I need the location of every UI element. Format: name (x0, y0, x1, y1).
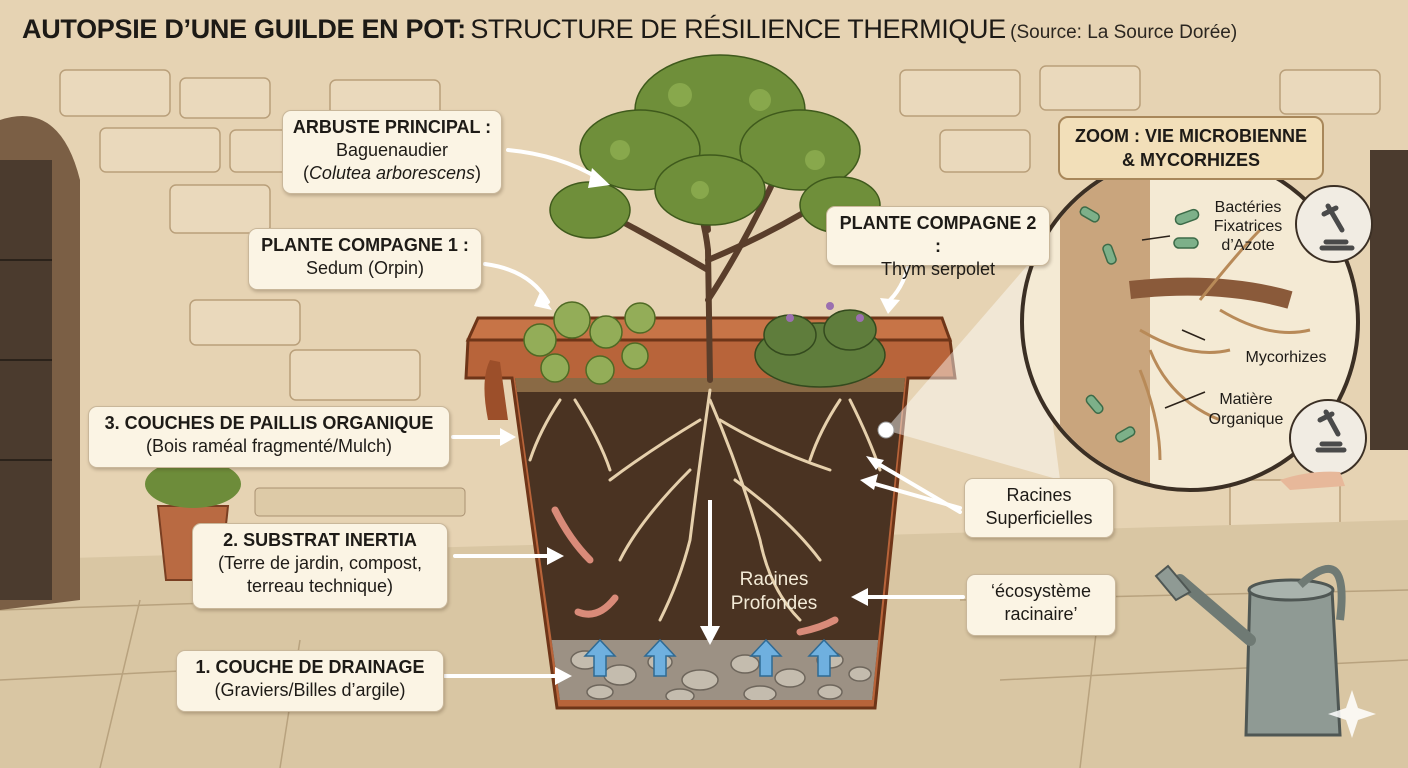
zoom-title-2: & MYCORHIZES (1121, 150, 1260, 170)
label-shrub-paren-close: ) (475, 163, 482, 183)
zoom-bacteria-2: Fixatrices (1213, 218, 1283, 235)
zoom-title-1: ZOOM : VIE MICROBIENNE (1074, 126, 1307, 146)
label-deep-roots: Racines Profondes (718, 568, 830, 616)
label-deep-roots-2: Profondes (730, 593, 818, 614)
sparkle-icon (1328, 690, 1376, 738)
label-companion-2: PLANTE COMPAGNE 2 : Thym serpolet (826, 206, 1050, 279)
label-surface-roots: Racines Superficielles (964, 478, 1114, 538)
label-shrub-latin-name: Colutea arborescens (308, 163, 476, 183)
label-ecosystem: ‘écosystème racinaire’ (966, 574, 1116, 636)
zoom-organic-1: Matière (1219, 391, 1273, 408)
zoom-label-mycorrhizae: Mycorhizes (1245, 349, 1327, 366)
stone-bench (254, 487, 466, 517)
label-companion-2-heading: PLANTE COMPAGNE 2 : (839, 213, 1037, 256)
label-surface-roots-1: Racines (1006, 485, 1072, 505)
label-ecosystem-1: ‘écosystème (990, 581, 1092, 601)
zoom-organic-2: Organique (1208, 411, 1284, 428)
zoom-label-bacteria: Bactéries Fixatrices d’Azote (1196, 198, 1300, 255)
callout-arrows (443, 148, 965, 678)
thyme-plant (754, 309, 886, 388)
zoom-label-organic: Matière Organique (1194, 390, 1298, 430)
label-companion-1-heading: PLANTE COMPAGNE 1 : (261, 235, 469, 255)
zoom-connector (885, 260, 1060, 480)
title-bold: AUTOPSIE D’UNE GUILDE EN POT: (22, 14, 466, 44)
label-drainage-heading: 1. COUCHE DE DRAINAGE (195, 657, 425, 677)
label-mulch: 3. COUCHES DE PAILLIS ORGANIQUE (Bois ra… (88, 406, 450, 468)
label-companion-1: PLANTE COMPAGNE 1 : Sedum (Orpin) (248, 228, 482, 290)
label-mulch-heading: 3. COUCHES DE PAILLIS ORGANIQUE (104, 413, 434, 433)
label-substrate-heading: 2. SUBSTRAT INERTIA (223, 530, 417, 550)
zoom-title: ZOOM : VIE MICROBIENNE & MYCORHIZES (1058, 116, 1324, 180)
title-source: (Source: La Source Dorée) (1010, 22, 1238, 43)
right-doorway (1370, 150, 1408, 450)
label-deep-roots-1: Racines (739, 569, 809, 590)
label-mulch-detail: (Bois raméal fragmenté/Mulch) (145, 436, 393, 456)
label-companion-1-name: Sedum (Orpin) (305, 258, 425, 278)
watering-can (1154, 564, 1346, 737)
label-shrub-common: Baguenaudier (335, 140, 449, 160)
label-shrub-paren-open: ( (302, 163, 309, 183)
label-surface-roots-2: Superficielles (985, 508, 1093, 528)
microscope-hand-icon (1280, 399, 1367, 490)
label-ecosystem-2: racinaire’ (1004, 604, 1078, 624)
zoom-bacteria-3: d’Azote (1221, 237, 1275, 254)
label-substrate: 2. SUBSTRAT INERTIA (Terre de jardin, co… (192, 523, 448, 609)
title-regular: STRUCTURE DE RÉSILIENCE THERMIQUE (470, 14, 1006, 44)
label-substrate-detail-1: (Terre de jardin, compost, (217, 553, 423, 573)
water-arrows (583, 638, 841, 677)
label-drainage-detail: (Graviers/Billes d’argile) (214, 680, 406, 700)
zoom-bacteria-1: Bactéries (1214, 199, 1282, 216)
label-shrub-latin: (Colutea arborescens) (291, 162, 493, 185)
microscope-icon (1295, 185, 1373, 263)
zoom-circle (1020, 152, 1360, 492)
label-drainage: 1. COUCHE DE DRAINAGE (Graviers/Billes d… (176, 650, 444, 712)
label-companion-2-name: Thym serpolet (880, 259, 996, 279)
label-shrub-heading: ARBUSTE PRINCIPAL : (292, 117, 492, 137)
label-substrate-detail-2: terreau technique) (246, 576, 394, 596)
page-title: AUTOPSIE D’UNE GUILDE EN POT: STRUCTURE … (22, 14, 1392, 54)
sedum-plant (523, 301, 656, 385)
label-shrub: ARBUSTE PRINCIPAL : Baguenaudier (Colute… (282, 110, 502, 194)
